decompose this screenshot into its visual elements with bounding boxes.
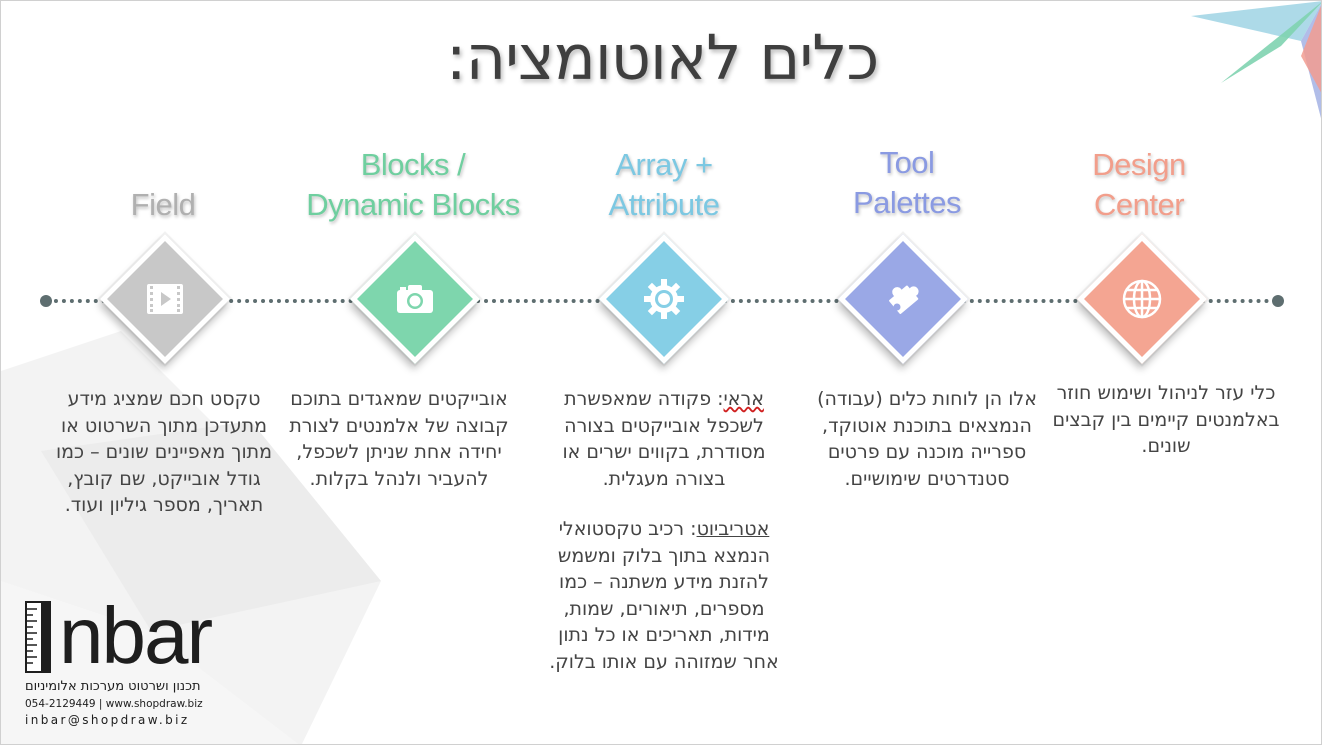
page-title: כלים לאוטומציה: bbox=[445, 21, 880, 94]
timeline-end-dot bbox=[1272, 295, 1284, 307]
gear-icon bbox=[634, 269, 694, 329]
array-term: אראי bbox=[723, 388, 764, 410]
heading-blocks: Blocks / Dynamic Blocks bbox=[306, 147, 520, 222]
description-design-center-text: כלי עזר לניהול ושימוש חוזר באלמנטים קיימ… bbox=[1052, 382, 1280, 457]
logo-contact: 054-2129449 | www.shopdraw.biz bbox=[25, 698, 203, 710]
description-array-attribute: אראי: פקודה שמאפשרת לשכפל אובייקטים בצור… bbox=[544, 386, 784, 675]
puzzle-icon bbox=[873, 269, 933, 329]
attribute-text: : רכיב טקסטואלי הנמצא בתוך בלוק ומשמש לה… bbox=[549, 518, 779, 673]
ruler-icon bbox=[25, 601, 51, 673]
array-text: : פקודה שמאפשרת לשכפל אובייקטים בצורה מס… bbox=[562, 388, 766, 490]
globe-icon bbox=[1112, 269, 1172, 329]
attribute-paragraph: אטריביוט: רכיב טקסטואלי הנמצא בתוך בלוק … bbox=[544, 516, 784, 675]
description-blocks-text: אובייקטים שמאגדים בתוכם קבוצה של אלמנטים… bbox=[289, 388, 509, 490]
company-logo: nbar תכנון ושרטוט מערכות אלומיניום 054-2… bbox=[25, 591, 235, 727]
camera-icon bbox=[385, 269, 445, 329]
array-paragraph: אראי: פקודה שמאפשרת לשכפל אובייקטים בצור… bbox=[544, 386, 784, 492]
logo-tagline: תכנון ושרטוט מערכות אלומיניום bbox=[25, 679, 201, 694]
logo-wordmark: nbar bbox=[25, 591, 235, 680]
description-field: טקסט חכם שמציג מידע מתעדכן מתוך השרטוט א… bbox=[44, 386, 284, 519]
film-icon bbox=[135, 269, 195, 329]
timeline-start-dot bbox=[40, 295, 52, 307]
description-tool-palettes-text: אלו הן לוחות כלים (עבודה) הנמצאים בתוכנת… bbox=[817, 388, 1037, 490]
heading-tool-palettes: Tool Palettes bbox=[852, 145, 962, 220]
description-design-center: כלי עזר לניהול ושימוש חוזר באלמנטים קיימ… bbox=[1046, 380, 1286, 460]
corner-decoration bbox=[1191, 1, 1321, 119]
heading-design-center: Design Center bbox=[1092, 147, 1186, 222]
background-polygons bbox=[1, 331, 381, 744]
logo-word-text: nbar bbox=[59, 591, 213, 680]
heading-field: Field bbox=[130, 187, 196, 222]
attribute-term: אטריביוט bbox=[696, 518, 770, 540]
description-tool-palettes: אלו הן לוחות כלים (עבודה) הנמצאים בתוכנת… bbox=[807, 386, 1047, 492]
heading-array-attribute: Array + Attribute bbox=[608, 147, 720, 222]
description-field-text: טקסט חכם שמציג מידע מתעדכן מתוך השרטוט א… bbox=[55, 388, 273, 516]
logo-email: inbar@shopdraw.biz bbox=[25, 713, 190, 727]
description-blocks: אובייקטים שמאגדים בתוכם קבוצה של אלמנטים… bbox=[279, 386, 519, 492]
